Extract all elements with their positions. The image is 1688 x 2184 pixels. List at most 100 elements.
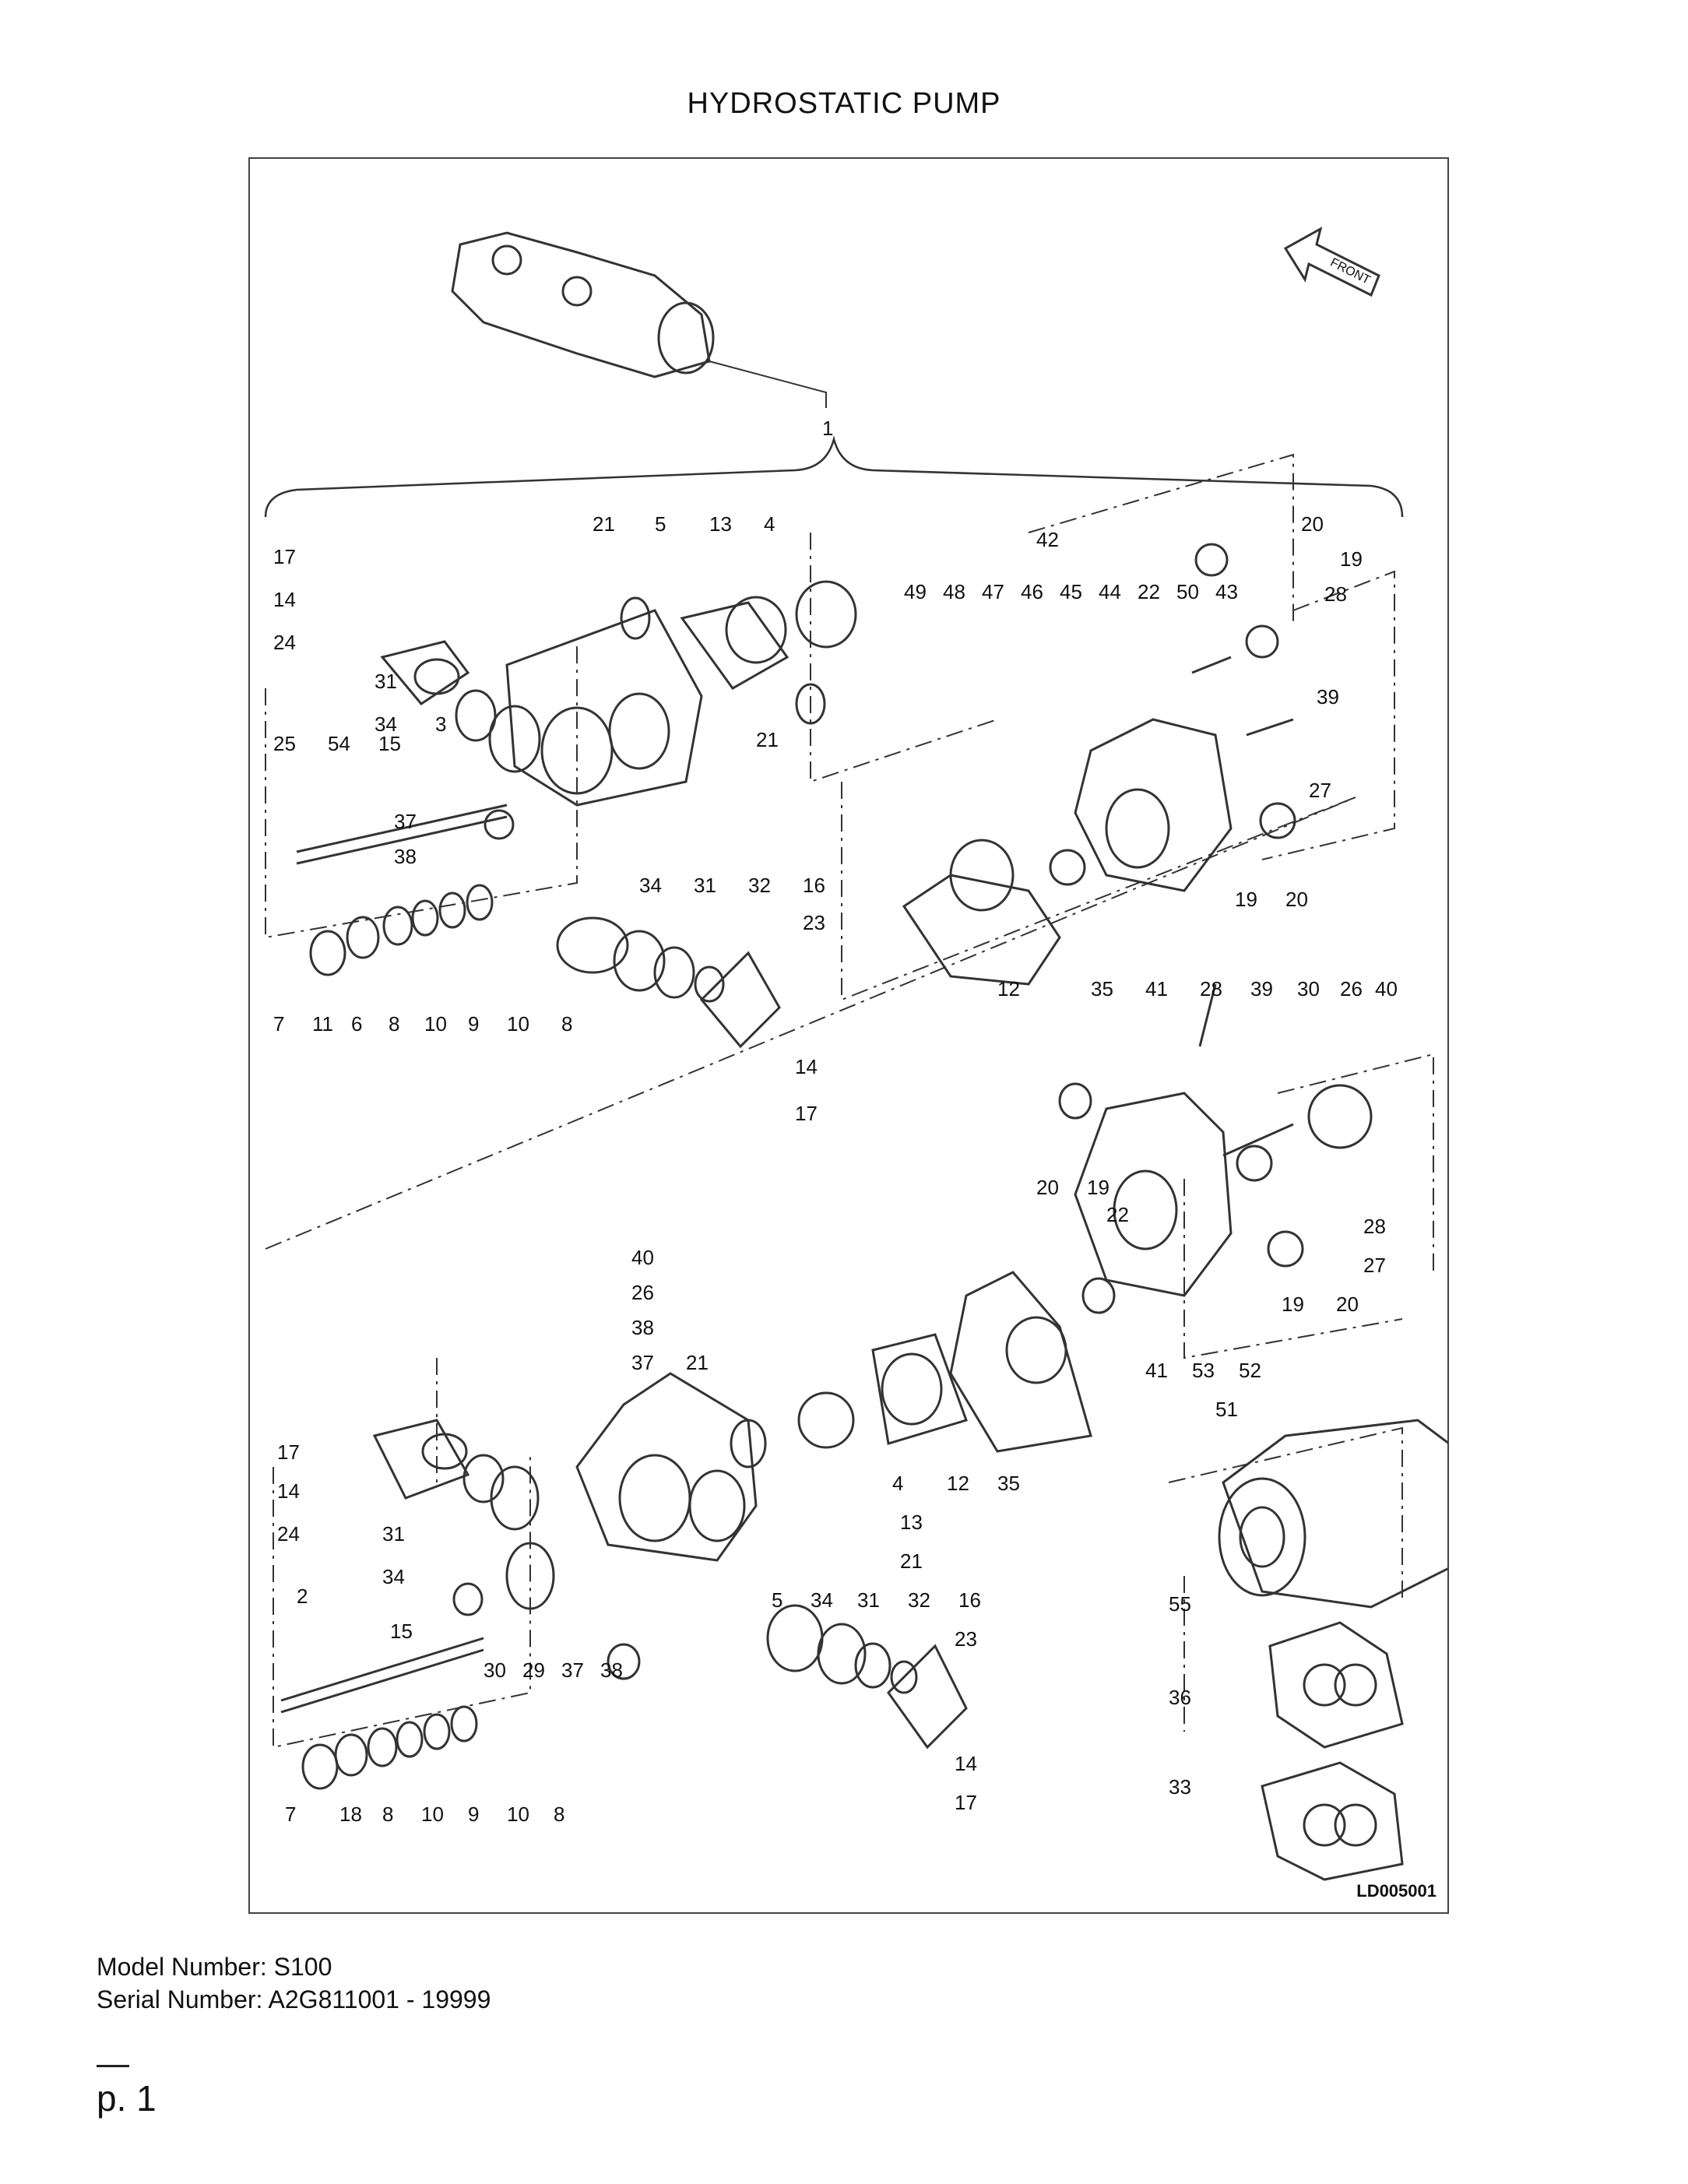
callout: 5: [655, 512, 666, 536]
callout: 3: [435, 712, 446, 736]
callout: 8: [554, 1802, 564, 1826]
callout: 42: [1036, 528, 1059, 551]
callout: 34: [375, 712, 397, 736]
callout: 51: [1215, 1398, 1238, 1421]
callout: 14: [955, 1752, 977, 1775]
callout: 39: [1317, 685, 1339, 709]
callout: 43: [1215, 580, 1238, 603]
callout: 29: [522, 1658, 545, 1682]
lower-front-section: [280, 1271, 1092, 1790]
callout: 19: [1282, 1292, 1304, 1316]
callout: 26: [1340, 977, 1363, 1001]
lower-rear-section: [1058, 983, 1373, 1314]
page-title: HYDROSTATIC PUMP: [687, 87, 1001, 120]
upper-front-section: [296, 580, 857, 1049]
callout: 40: [631, 1246, 654, 1269]
callout: 31: [382, 1522, 405, 1546]
callout: 39: [1250, 977, 1273, 1001]
complete-pump-illustration: [1218, 1419, 1447, 1609]
callout: 5: [772, 1588, 782, 1612]
callout: 28: [1363, 1215, 1386, 1238]
callout: 54: [328, 732, 350, 755]
callout: 23: [955, 1627, 977, 1651]
callout: 8: [382, 1802, 393, 1826]
callout: 20: [1036, 1176, 1059, 1199]
callout: 19: [1340, 547, 1363, 571]
callout: 38: [394, 845, 417, 868]
callout: 10: [421, 1802, 444, 1826]
callout: 9: [468, 1012, 479, 1036]
callout: 14: [795, 1055, 818, 1078]
callout: 9: [468, 1802, 479, 1826]
callout: 31: [375, 670, 397, 693]
callout: 24: [277, 1522, 300, 1546]
callout: 25: [273, 732, 296, 755]
callout: 15: [378, 732, 401, 755]
serial-number: Serial Number: A2G811001 - 19999: [97, 1985, 491, 2013]
callout: 32: [748, 874, 771, 897]
callout: 8: [561, 1012, 572, 1036]
callout: 35: [1091, 977, 1113, 1001]
callout: 47: [982, 580, 1004, 603]
seal-kit-bag-36: [1268, 1621, 1404, 1749]
callout: 46: [1021, 580, 1043, 603]
callout: 16: [803, 874, 825, 897]
callout: 14: [273, 588, 296, 611]
callout: 4: [764, 512, 775, 536]
callout: 28: [1324, 582, 1347, 606]
callout: 35: [997, 1472, 1020, 1495]
callout: 2: [297, 1584, 308, 1608]
callout: 31: [857, 1588, 880, 1612]
callout: 19: [1087, 1176, 1110, 1199]
callout: 1: [822, 417, 833, 440]
model-number: Model Number: S100: [97, 1953, 332, 1981]
callout: 10: [507, 1802, 529, 1826]
callout: 36: [1169, 1686, 1191, 1709]
callout: 34: [382, 1565, 405, 1588]
exploded-parts-diagram: 1 17 14 24 31 34 21 5 13 4 3 21 25 54 15…: [248, 157, 1449, 1914]
callout: 17: [277, 1440, 300, 1464]
callout: 37: [631, 1351, 654, 1374]
callout-labels: 1 17 14 24 31 34 21 5 13 4 3 21 25 54 15…: [273, 256, 1398, 1826]
callout: 27: [1309, 779, 1331, 802]
callout: 13: [709, 512, 732, 536]
callout: 11: [312, 1012, 333, 1036]
callout: 17: [955, 1791, 977, 1814]
page-number: p. 1: [97, 2078, 156, 2119]
callout: 49: [904, 580, 927, 603]
callout: 10: [507, 1012, 529, 1036]
callout: 23: [803, 911, 825, 934]
callout: 45: [1060, 580, 1082, 603]
callout: 27: [1363, 1254, 1386, 1277]
callout: 38: [631, 1316, 654, 1339]
callout: 7: [273, 1012, 284, 1036]
callout: 15: [390, 1620, 413, 1643]
callout: 19: [1235, 888, 1257, 911]
callout: 34: [639, 874, 662, 897]
callout: 55: [1169, 1592, 1191, 1616]
callout: 33: [1169, 1775, 1191, 1799]
callout: 53: [1192, 1359, 1215, 1382]
callout: 41: [1145, 977, 1168, 1001]
callout: 20: [1336, 1292, 1359, 1316]
callout: 12: [997, 977, 1020, 1001]
callout: 21: [593, 512, 615, 536]
callout: 14: [277, 1479, 300, 1503]
callout: 21: [900, 1549, 923, 1573]
callout: 13: [900, 1511, 923, 1534]
callout: 32: [908, 1588, 930, 1612]
callout: 52: [1239, 1359, 1261, 1382]
callout: 30: [1297, 977, 1320, 1001]
callout: 37: [394, 810, 417, 833]
callout: 16: [958, 1588, 981, 1612]
callout: 17: [273, 545, 296, 568]
callout: 50: [1176, 580, 1199, 603]
callout: 24: [273, 631, 296, 654]
callout: 7: [285, 1802, 296, 1826]
callout: 22: [1106, 1203, 1129, 1226]
diagram-drawing: 1 17 14 24 31 34 21 5 13 4 3 21 25 54 15…: [264, 227, 1447, 1881]
callout: 17: [795, 1102, 818, 1125]
upper-rear-section: [902, 543, 1296, 986]
callout: 30: [484, 1658, 506, 1682]
callout: 41: [1145, 1359, 1168, 1382]
